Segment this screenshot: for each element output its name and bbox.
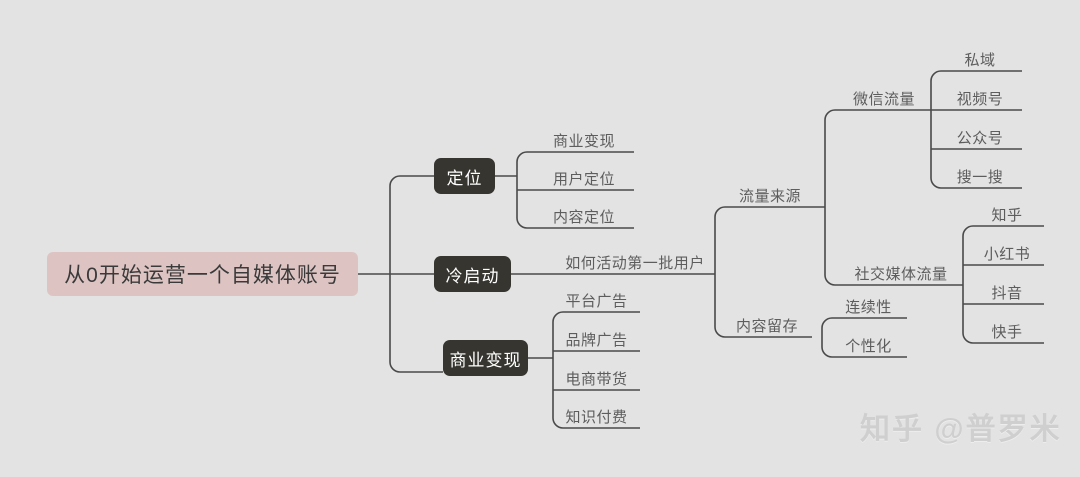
leaf-label: 电商带货 xyxy=(565,371,628,388)
leaf-label: 公众号 xyxy=(956,130,1004,147)
leaf-node-shangye-pinpaiguanggao[interactable]: 品牌广告 xyxy=(553,327,640,351)
leaf-node-shangye-pingtaiguanggao[interactable]: 平台广告 xyxy=(553,288,640,312)
branch-node-lengqidong-label: 冷启动 xyxy=(445,266,500,286)
leaf-node-gexinghua[interactable]: 个性化 xyxy=(830,333,907,357)
leaf-label: 内容留存 xyxy=(735,318,798,335)
leaf-node-shangye-dianshangdaihuo[interactable]: 电商带货 xyxy=(553,366,640,390)
leaf-label: 用户定位 xyxy=(552,171,615,188)
leaf-label: 流量来源 xyxy=(738,188,801,205)
leaf-node-souyisou[interactable]: 搜一搜 xyxy=(938,164,1022,188)
leaf-node-zhihu[interactable]: 知乎 xyxy=(970,202,1044,226)
leaf-label: 小红书 xyxy=(983,246,1031,263)
watermark: 知乎 @普罗米 xyxy=(860,404,1062,448)
leaf-label: 微信流量 xyxy=(852,91,915,108)
leaf-label: 内容定位 xyxy=(552,209,615,226)
leaf-label: 视频号 xyxy=(956,91,1004,108)
leaf-node-kuaishou[interactable]: 快手 xyxy=(970,319,1044,343)
root-node-label: 从0开始运营一个自媒体账号 xyxy=(64,264,341,287)
leaf-label: 商业变现 xyxy=(552,133,615,150)
leaf-label: 搜一搜 xyxy=(956,169,1004,186)
branch-node-shangyebianxian-label: 商业变现 xyxy=(449,350,522,370)
leaf-node-lianxuxing[interactable]: 连续性 xyxy=(830,294,907,318)
leaf-node-neirongliucun[interactable]: 内容留存 xyxy=(722,313,812,337)
leaf-node-liuliangkaiyuan[interactable]: 流量来源 xyxy=(725,183,815,207)
watermark-text: 知乎 @普罗米 xyxy=(860,413,1062,446)
leaf-node-siyu[interactable]: 私域 xyxy=(938,47,1022,71)
leaf-label: 私域 xyxy=(964,52,996,69)
leaf-node-lengqidong-diyipi[interactable]: 如何活动第一批用户 xyxy=(550,250,720,274)
leaf-label: 抖音 xyxy=(991,285,1023,302)
leaf-label: 品牌广告 xyxy=(565,332,628,349)
branch-node-lengqidong[interactable]: 冷启动 xyxy=(434,256,511,292)
branch-node-dingwei-label: 定位 xyxy=(446,168,483,188)
branch-node-dingwei[interactable]: 定位 xyxy=(434,158,495,194)
leaf-node-dingwei-shangyebianxian[interactable]: 商业变现 xyxy=(534,128,634,152)
leaf-node-xiaohongshu[interactable]: 小红书 xyxy=(970,241,1044,265)
leaf-label: 连续性 xyxy=(845,299,892,316)
leaf-node-weixinliuliang[interactable]: 微信流量 xyxy=(837,86,931,110)
leaf-node-shangye-zhishifufei[interactable]: 知识付费 xyxy=(553,404,640,428)
leaf-node-dingwei-neirongdingwei[interactable]: 内容定位 xyxy=(534,204,634,228)
branch-node-shangyebianxian[interactable]: 商业变现 xyxy=(443,340,528,376)
leaf-label: 社交媒体流量 xyxy=(854,266,948,283)
leaf-node-dingwei-yonghudingwei[interactable]: 用户定位 xyxy=(534,166,634,190)
leaf-label: 快手 xyxy=(991,324,1023,341)
leaf-label: 个性化 xyxy=(845,338,892,355)
leaf-node-shipinhao[interactable]: 视频号 xyxy=(938,86,1022,110)
leaf-node-douyin[interactable]: 抖音 xyxy=(970,280,1044,304)
leaf-label: 知识付费 xyxy=(565,409,628,426)
leaf-node-gongzhonghao[interactable]: 公众号 xyxy=(938,125,1022,149)
leaf-label: 如何活动第一批用户 xyxy=(565,255,705,272)
leaf-label: 知乎 xyxy=(991,207,1023,224)
leaf-node-shejiaomeitiliuliang[interactable]: 社交媒体流量 xyxy=(839,261,963,285)
root-node[interactable]: 从0开始运营一个自媒体账号 xyxy=(47,252,358,296)
leaf-label: 平台广告 xyxy=(565,293,628,310)
